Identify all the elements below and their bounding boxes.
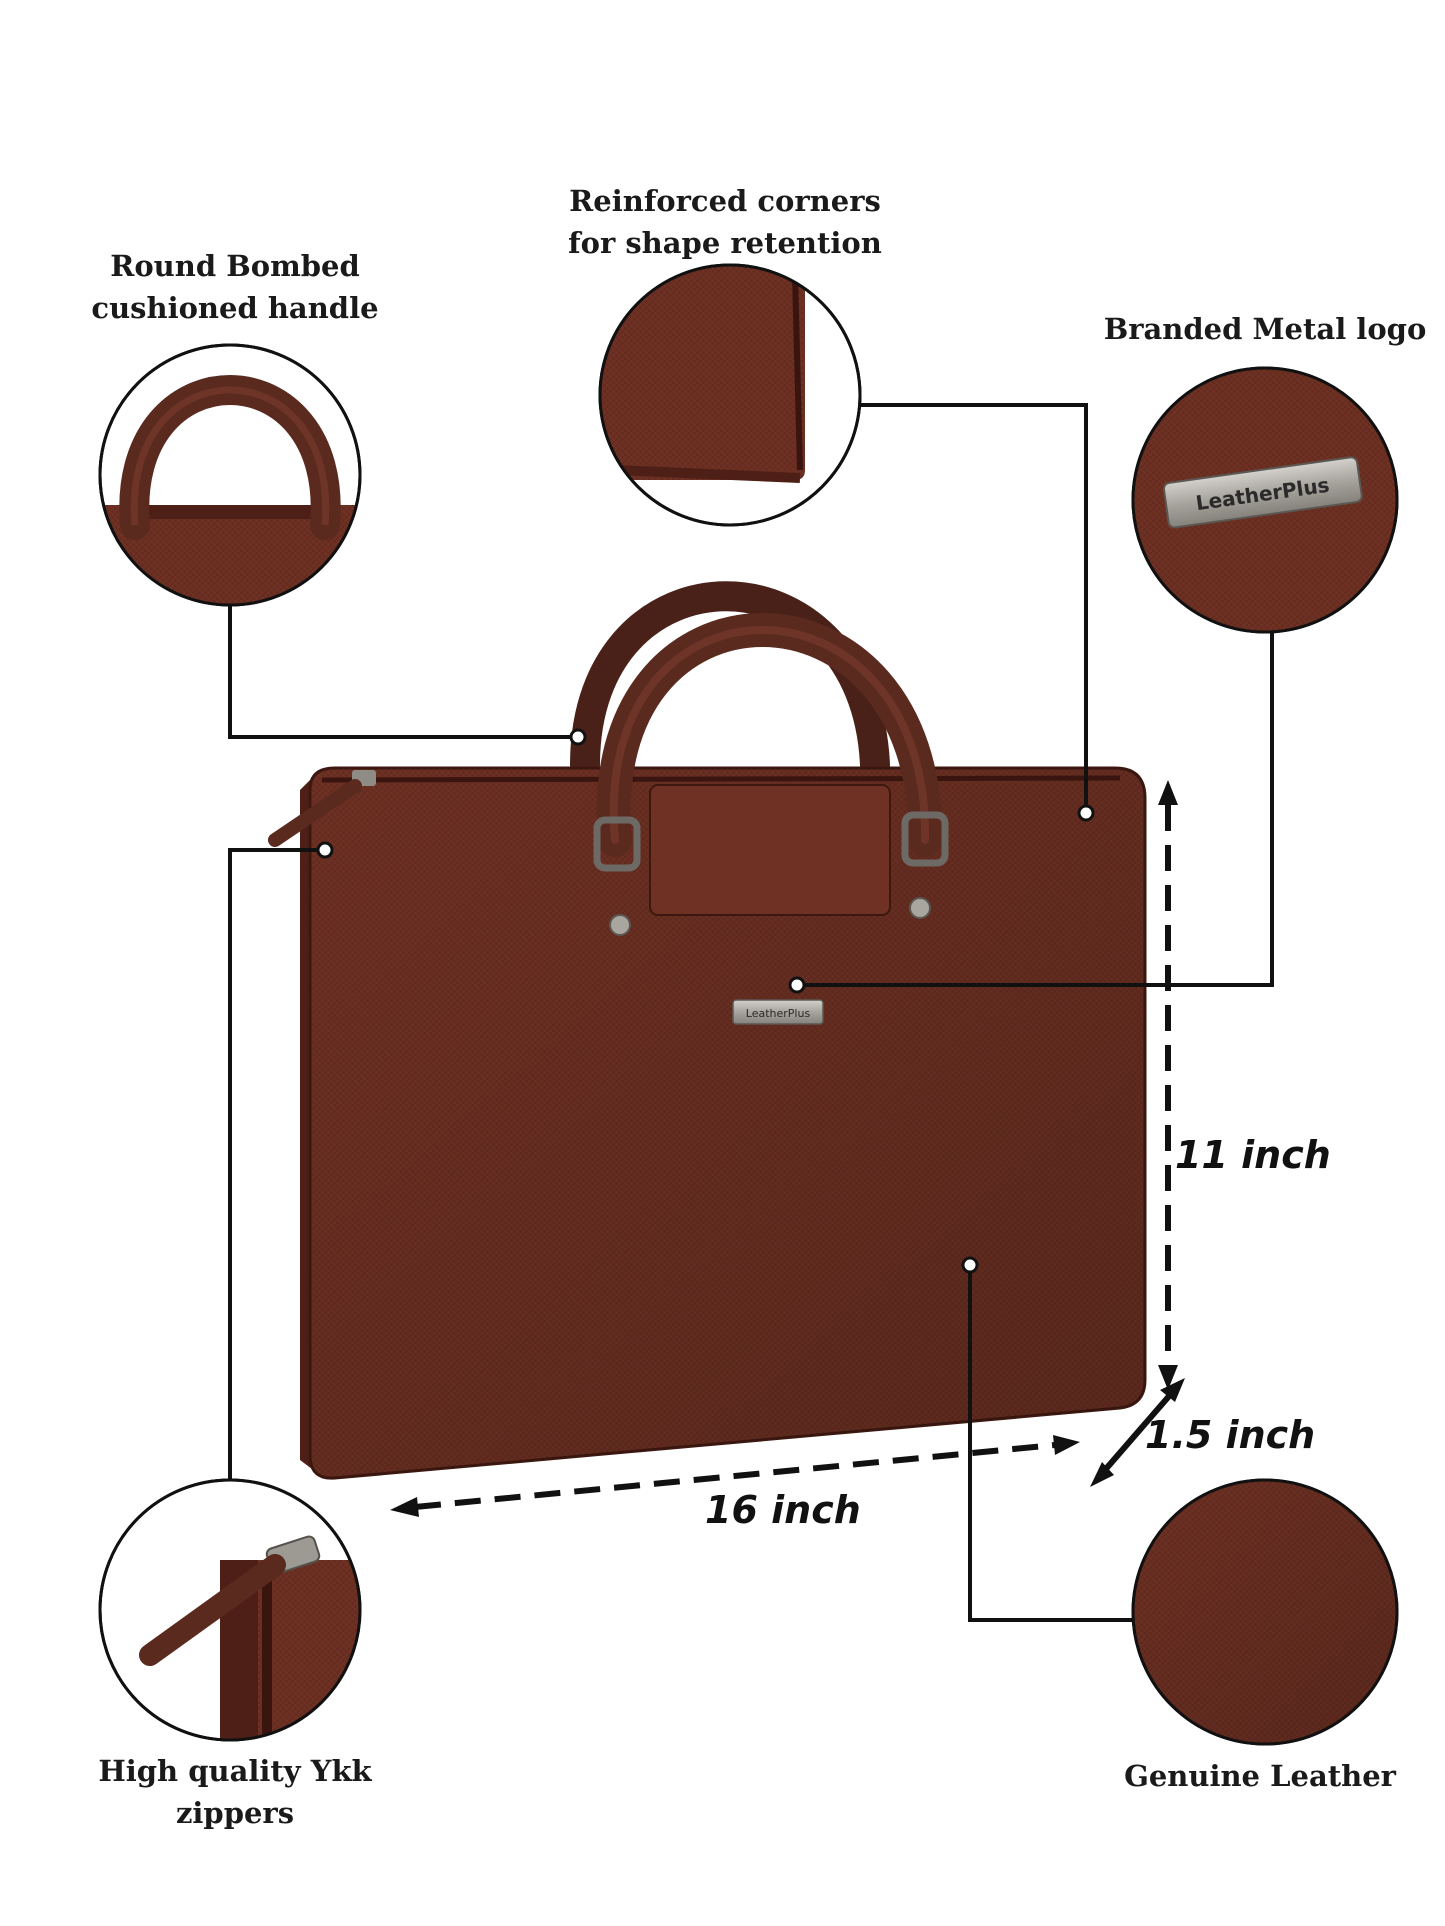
dimension-height: 11 inch — [1175, 1133, 1331, 1177]
leader-lines — [228, 403, 1274, 1622]
width-arrow-line — [414, 1442, 1056, 1510]
feature-label-zippers: High quality Ykk zippers — [98, 1754, 372, 1830]
height-arrow-bottom — [1158, 1365, 1178, 1390]
callout-handle — [98, 343, 362, 607]
handle-ring-right — [901, 811, 949, 867]
depth-arrow-line — [1102, 1393, 1173, 1472]
leader-handle — [228, 605, 578, 739]
briefcase-bag: LeatherPlus — [268, 581, 1147, 1480]
feature-label-corners: Reinforced corners for shape retention — [568, 184, 882, 260]
callout-logo: LeatherPlus — [1131, 366, 1399, 634]
feature-label-handle: Round Bombed cushioned handle — [91, 249, 379, 325]
dimension-width: 16 inch — [705, 1488, 861, 1532]
zipper-track — [321, 775, 1121, 783]
callout-corners — [598, 263, 862, 527]
dimension-depth: 1.5 inch — [1145, 1413, 1316, 1457]
rivet-right — [909, 897, 931, 919]
leader-leather — [968, 1265, 1133, 1622]
feature-label-logo: Branded Metal logo — [1103, 312, 1427, 346]
callout-zippers — [98, 1478, 362, 1742]
dimension-arrows — [390, 780, 1185, 1517]
leader-logo — [797, 633, 1274, 987]
handle-patch — [649, 784, 891, 916]
bag-logo-text: LeatherPlus — [746, 1007, 811, 1020]
leader-dots — [316, 728, 1095, 1274]
leader-zippers — [228, 848, 325, 1480]
callout-leather — [1131, 1478, 1399, 1746]
height-arrow-top — [1158, 780, 1178, 805]
leader-corners — [860, 403, 1088, 813]
zipper-puller — [268, 770, 376, 847]
rivet-left — [609, 914, 631, 936]
bag-logo-plate: LeatherPlus — [732, 999, 824, 1025]
handle-ring-left — [593, 816, 641, 872]
feature-label-leather: Genuine Leather — [1124, 1759, 1396, 1793]
